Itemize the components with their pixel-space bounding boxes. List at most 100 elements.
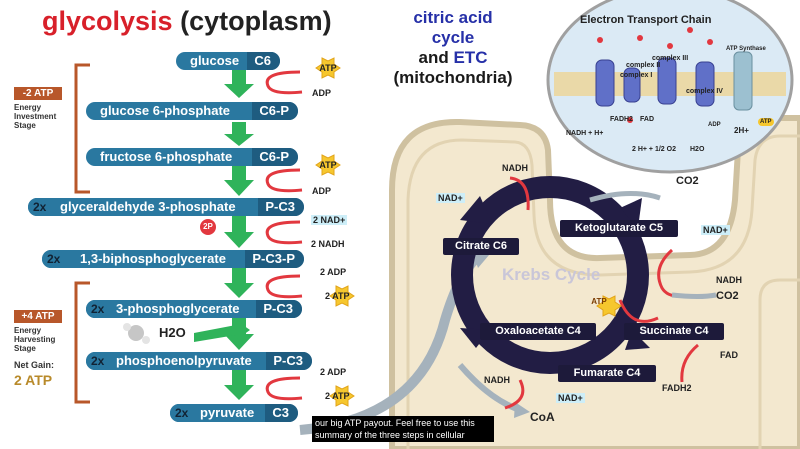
atp-label-2: ATP (319, 160, 337, 170)
inner-membrane (406, 134, 800, 449)
etc-2h-label: 2H+ (734, 126, 749, 135)
krebs-nadh-right: NADH (716, 275, 742, 285)
carbon-label: P-C3 (258, 198, 304, 216)
molecule-name: pyruvate (200, 405, 255, 420)
fructose-6-phosphate-pill: fructose 6-phosphate C6-P (86, 148, 298, 166)
phosphate-badge-icon (200, 219, 216, 235)
carbon-label: P-C3-P (245, 250, 304, 268)
complex-ii-label: complex II (626, 62, 661, 69)
cycle-line: cycle (431, 28, 475, 47)
atp-label-3: 2 ATP (325, 291, 350, 301)
etc-inset (546, 0, 794, 174)
and-word: and (418, 48, 454, 67)
krebs-nad-left: NAD+ (436, 193, 465, 203)
investment-atp-box: -2 ATP (14, 87, 62, 100)
water-label: H2O (159, 325, 186, 340)
harvest-atp-box: +4 ATP (14, 310, 62, 323)
net-gain-label: Net Gain: (14, 360, 55, 370)
multiplier-label: 2x (86, 300, 110, 318)
atp-synthase-label: ATP Synthase (726, 46, 766, 52)
adp-label-1: ADP (312, 88, 332, 98)
carbon-label: P-C3 (256, 300, 302, 318)
krebs-fad-label: FAD (720, 350, 738, 360)
molecule-name: 1,3-biphosphoglycerate (80, 251, 226, 266)
mitochondria-line: (mitochondria) (393, 68, 513, 87)
atp-burst-icon (329, 385, 355, 407)
molecule-name: glucose 6-phosphate (100, 103, 231, 118)
krebs-cycle-diagram (451, 176, 717, 410)
etc-atp-label: ATP (758, 118, 774, 126)
coa-arrow (457, 363, 522, 413)
adp-label-2: ADP (312, 186, 332, 196)
glycolysis-word: glycolysis (42, 6, 173, 36)
stage-brackets (74, 63, 90, 404)
atp-burst-icon (315, 154, 341, 176)
3-phosphoglycerate-pill: 2x 3-phosphoglycerate P-C3 (86, 300, 302, 318)
krebs-nad-right: NAD+ (701, 225, 730, 235)
green-step-arrows (224, 69, 254, 400)
atp-label-1: ATP (319, 63, 337, 73)
glucose-6-phosphate-pill: glucose 6-phosphate C6-P (86, 102, 298, 120)
complex-iv-shape (695, 61, 715, 107)
krebs-co2-right: CO2 (716, 290, 739, 302)
multiplier-label: 2x (86, 352, 110, 370)
multiplier-label: 2x (42, 250, 66, 268)
atp-bursts (200, 57, 355, 407)
molecule-name: fructose 6-phosphate (100, 149, 233, 164)
fumarate-box: Fumarate C4 (558, 365, 656, 382)
krebs-fadh2-label: FADH2 (662, 383, 692, 393)
carbon-label: C3 (265, 404, 298, 422)
multiplier-label: 2x (170, 404, 194, 422)
etc-nadh-label: NADH + H+ (566, 130, 604, 137)
investment-stage-label: Energy Investment Stage (14, 103, 57, 130)
ketoglutarate-box: Ketoglutarate C5 (560, 220, 678, 237)
etc-fad-label: FAD (640, 116, 654, 123)
adp-label-4: 2 ADP (320, 367, 347, 377)
harvest-stage-label: Energy Harvesting Stage (14, 326, 56, 353)
krebs-atp-burst-icon (596, 295, 622, 317)
video-caption: our big ATP payout. Feel free to use thi… (312, 416, 494, 442)
oxaloacetate-box: Oxaloacetate C4 (480, 323, 596, 340)
complex-i-shape (595, 59, 615, 107)
net-gain-value: 2 ATP (14, 372, 53, 388)
nadh-label: 2 NADH (311, 239, 345, 249)
molecule-name: glucose (190, 53, 240, 68)
complex-iv-label: complex IV (686, 88, 723, 95)
phosphate-label: 2P (203, 222, 213, 231)
investment-bracket (74, 63, 90, 194)
atp-burst-icon (329, 285, 355, 307)
water-arrow (194, 320, 250, 342)
coa-label: CoA (530, 410, 555, 424)
etc-word: ETC (453, 48, 488, 67)
succinate-box: Succinate C4 (624, 323, 724, 340)
carbon-label: C6 (247, 52, 280, 70)
glucose-pill: glucose C6 (176, 52, 280, 70)
pyruvate-pill: 2x pyruvate C3 (170, 404, 298, 422)
molecule-name: phosphoenolpyruvate (116, 353, 252, 368)
adp-label-3: 2 ADP (320, 267, 347, 277)
cytoplasm-word: (cytoplasm) (172, 6, 332, 36)
glycolysis-title: glycolysis (cytoplasm) (42, 6, 332, 37)
krebs-co2-top: CO2 (676, 175, 699, 187)
multiplier-label: 2x (28, 198, 52, 216)
etc-water-label: 2 H+ + 1/2 O2 (632, 146, 676, 153)
complex-i-label: complex I (620, 72, 653, 79)
and-etc-line: and ETC (378, 48, 528, 68)
carbon-label: P-C3 (266, 352, 312, 370)
citrate-box: Citrate C6 (443, 238, 519, 255)
red-side-arrows (265, 70, 303, 401)
citric-acid-line: citric acid (413, 8, 493, 27)
etc-fadh2-label: FADH2 (610, 116, 633, 123)
glyceraldehyde-3-phosphate-pill: 2x glyceraldehyde 3-phosphate P-C3 (28, 198, 304, 216)
molecule-name: 3-phosphoglycerate (116, 301, 240, 316)
complex-ii-shape (623, 67, 641, 103)
carbon-label: C6-P (252, 148, 298, 166)
etc-adp-label: ADP (708, 122, 721, 128)
molecule-name: glyceraldehyde 3-phosphate (60, 199, 236, 214)
complex-iii-label: complex III (652, 55, 689, 62)
krebs-nad-bottom: NAD+ (556, 393, 585, 403)
complex-iii-shape (657, 57, 677, 105)
etc-title: Electron Transport Chain (580, 14, 712, 26)
phosphoenolpyruvate-pill: 2x phosphoenolpyruvate P-C3 (86, 352, 312, 370)
krebs-etc-title: citric acid cycle and ETC (mitochondria) (378, 8, 528, 88)
